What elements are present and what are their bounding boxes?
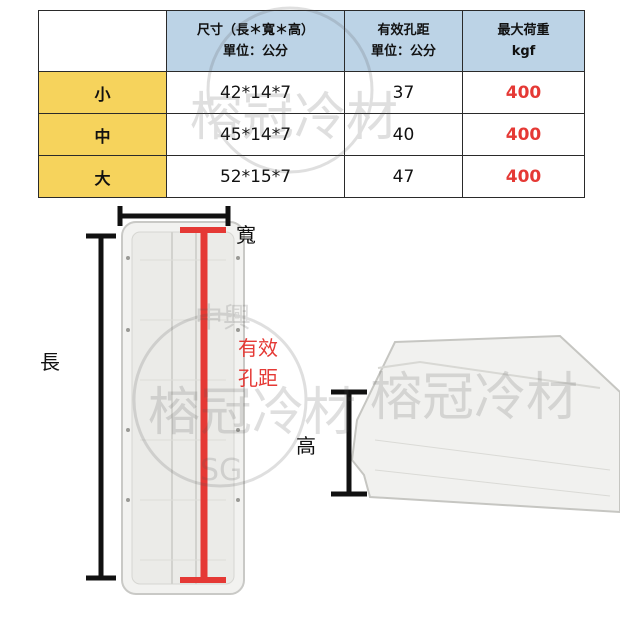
svg-text:中興: 中興 <box>195 301 251 334</box>
row-size-name: 中 <box>38 113 167 156</box>
tray-side-view <box>350 334 620 514</box>
tray-top-view <box>121 221 245 595</box>
table-row: 中 45*14*7 40 400 <box>38 113 585 156</box>
row-dimensions: 45*14*7 <box>166 113 345 156</box>
svg-text:榕冠冷材: 榕冠冷材 <box>370 368 578 428</box>
header-blank-cell <box>38 10 167 72</box>
length-dimension-marker <box>86 233 116 581</box>
row-dimensions: 42*14*7 <box>166 71 345 114</box>
hole-pitch-marker <box>180 227 226 583</box>
row-hole-pitch: 47 <box>344 155 463 198</box>
svg-text:榕冠冷材: 榕冠冷材 <box>148 383 356 443</box>
width-dimension-marker <box>117 206 231 226</box>
length-label: 長 <box>40 350 60 374</box>
table-row: 小 42*14*7 37 400 <box>38 71 585 114</box>
svg-text:榕冠冷材: 榕冠冷材 <box>190 88 398 148</box>
height-dimension-marker <box>331 389 367 497</box>
row-hole-pitch: 37 <box>344 71 463 114</box>
row-size-name: 小 <box>38 71 167 114</box>
svg-text:SG: SG <box>200 453 242 488</box>
row-dimensions: 52*15*7 <box>166 155 345 198</box>
row-size-name: 大 <box>38 155 167 198</box>
row-hole-pitch: 40 <box>344 113 463 156</box>
row-max-load: 400 <box>462 113 585 156</box>
width-label: 寬 <box>236 223 256 247</box>
row-max-load: 400 <box>462 155 585 198</box>
height-label: 高 <box>296 434 316 458</box>
watermark-stamp: 中興 榕冠冷材 SG 榕冠冷材 榕冠冷材 <box>132 6 578 488</box>
hole-pitch-label: 有效 孔距 <box>238 336 278 390</box>
table-row: 大 52*15*7 47 400 <box>38 155 585 198</box>
